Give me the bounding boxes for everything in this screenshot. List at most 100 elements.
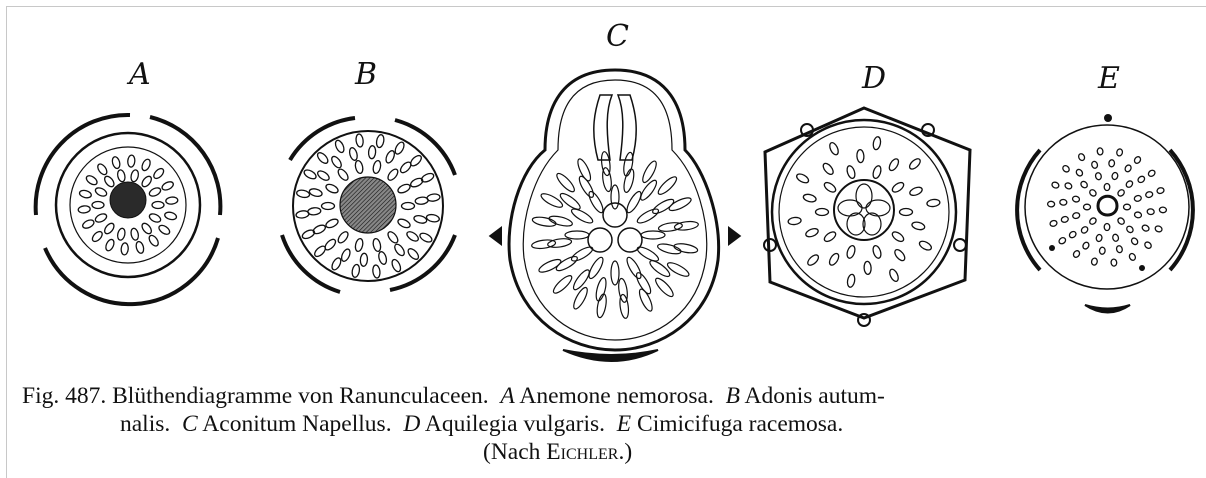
stamen-mark — [1078, 153, 1086, 162]
stamen-mark — [1104, 224, 1110, 231]
stamen-mark — [1154, 225, 1163, 233]
stamen-mark — [397, 217, 412, 229]
stamen-mark — [296, 210, 310, 219]
stamen-mark — [117, 169, 127, 182]
stamen-mark — [795, 172, 810, 184]
stamen-mark — [94, 186, 108, 198]
species-b-part2: nalis. — [120, 411, 170, 437]
stamen-mark — [372, 265, 381, 279]
stamen-mark — [1156, 187, 1164, 194]
stamen-mark — [78, 205, 91, 213]
species-b-part1: Adonis autum- — [745, 383, 885, 409]
stamen-mark — [91, 230, 104, 243]
key-d: D — [403, 411, 420, 437]
stamen-mark — [419, 231, 434, 243]
stamen-mark — [96, 162, 109, 176]
species-e: Cimicifuga racemosa. — [637, 411, 843, 437]
stamen-mark — [846, 245, 857, 260]
stamen-mark — [531, 239, 556, 250]
stamen-mark — [360, 253, 368, 266]
stamen-mark — [1072, 196, 1080, 203]
stamen-mark — [140, 222, 153, 236]
stamen-mark — [426, 214, 440, 223]
stamen-mark — [1111, 172, 1118, 180]
figure-title: Blüthendiagramme von Ranunculaceen. — [112, 383, 489, 409]
stamen-mark — [1075, 168, 1084, 177]
stamen-mark — [625, 190, 644, 215]
source-open: (Nach — [483, 439, 540, 465]
stamen-mark — [887, 157, 900, 172]
stamen-mark — [325, 217, 340, 229]
stamen-mark — [587, 256, 606, 281]
stamen-mark — [406, 247, 420, 261]
stamen-mark — [103, 175, 116, 189]
stamen-mark — [111, 156, 121, 169]
source-close: .) — [618, 439, 632, 465]
stamen-mark — [427, 193, 441, 202]
stamen-mark — [161, 180, 175, 192]
stamen-mark — [1049, 220, 1057, 227]
stamen-mark — [92, 202, 104, 209]
stamen-mark — [152, 202, 164, 209]
stamen-mark — [1058, 236, 1067, 245]
stamen-mark — [577, 174, 596, 199]
caption-line-1: Fig. 487. Blüthendiagramme von Ranuncula… — [22, 382, 1192, 410]
stamen-mark — [673, 242, 698, 254]
stamen-mark — [651, 197, 676, 216]
key-e: E — [617, 411, 631, 437]
stamen-mark — [330, 257, 342, 272]
stamen-mark — [103, 222, 116, 236]
stamen-mark — [368, 145, 376, 158]
stamen-mark — [1097, 148, 1103, 156]
stamen-mark — [135, 241, 145, 254]
stamen-mark — [1088, 188, 1097, 197]
diagram-e-cimicifuga — [1017, 114, 1193, 313]
stamen-mark — [354, 160, 364, 174]
diagram-c-aconitum — [492, 70, 738, 361]
stamen-mark — [1134, 195, 1142, 202]
stamen-mark — [1130, 237, 1139, 246]
stamen-mark — [405, 230, 420, 243]
stamen-mark — [1112, 234, 1119, 242]
stamen-mark — [164, 211, 177, 221]
stamen-mark — [386, 167, 400, 182]
stamen-mark — [1051, 181, 1060, 189]
stamen-mark — [148, 186, 162, 198]
diagram-b-adonis — [282, 118, 455, 292]
stamen-mark — [805, 227, 820, 238]
stamen-mark — [636, 207, 661, 226]
stamen-mark — [79, 189, 92, 199]
stamen-mark — [611, 185, 619, 209]
stamen-mark — [565, 231, 589, 239]
stamen-mark — [864, 261, 872, 274]
stamen-mark — [393, 243, 406, 258]
stamen-mark — [301, 228, 316, 240]
stamen-mark — [1096, 234, 1103, 242]
stamen-mark — [348, 147, 358, 161]
stamen-mark — [611, 261, 619, 285]
stamen-mark — [596, 293, 608, 318]
stamen-mark — [856, 149, 864, 162]
stamen-mark — [674, 220, 699, 231]
stamen-mark — [330, 155, 343, 170]
stamen-mark — [1117, 217, 1126, 226]
stamen-mark — [625, 256, 644, 281]
stamen-mark — [390, 258, 402, 273]
stamen-mark — [1088, 217, 1097, 226]
stamen-mark — [828, 141, 840, 156]
stamen-mark — [1080, 180, 1089, 189]
stamen-mark — [127, 155, 135, 167]
stamen-mark — [927, 199, 941, 208]
stamen-mark — [1104, 184, 1110, 191]
stamen-mark — [340, 248, 352, 263]
stamen-mark — [1124, 164, 1132, 173]
stamen-mark — [1082, 241, 1090, 250]
stamen-mark — [900, 209, 913, 216]
stamen-mark — [303, 168, 318, 180]
stamen-mark — [638, 178, 659, 202]
stamen-mark — [908, 157, 922, 171]
stamen-mark — [788, 217, 802, 226]
stamen-mark — [803, 193, 817, 203]
stamen-mark — [1124, 204, 1131, 210]
stamen-mark — [1117, 188, 1126, 197]
